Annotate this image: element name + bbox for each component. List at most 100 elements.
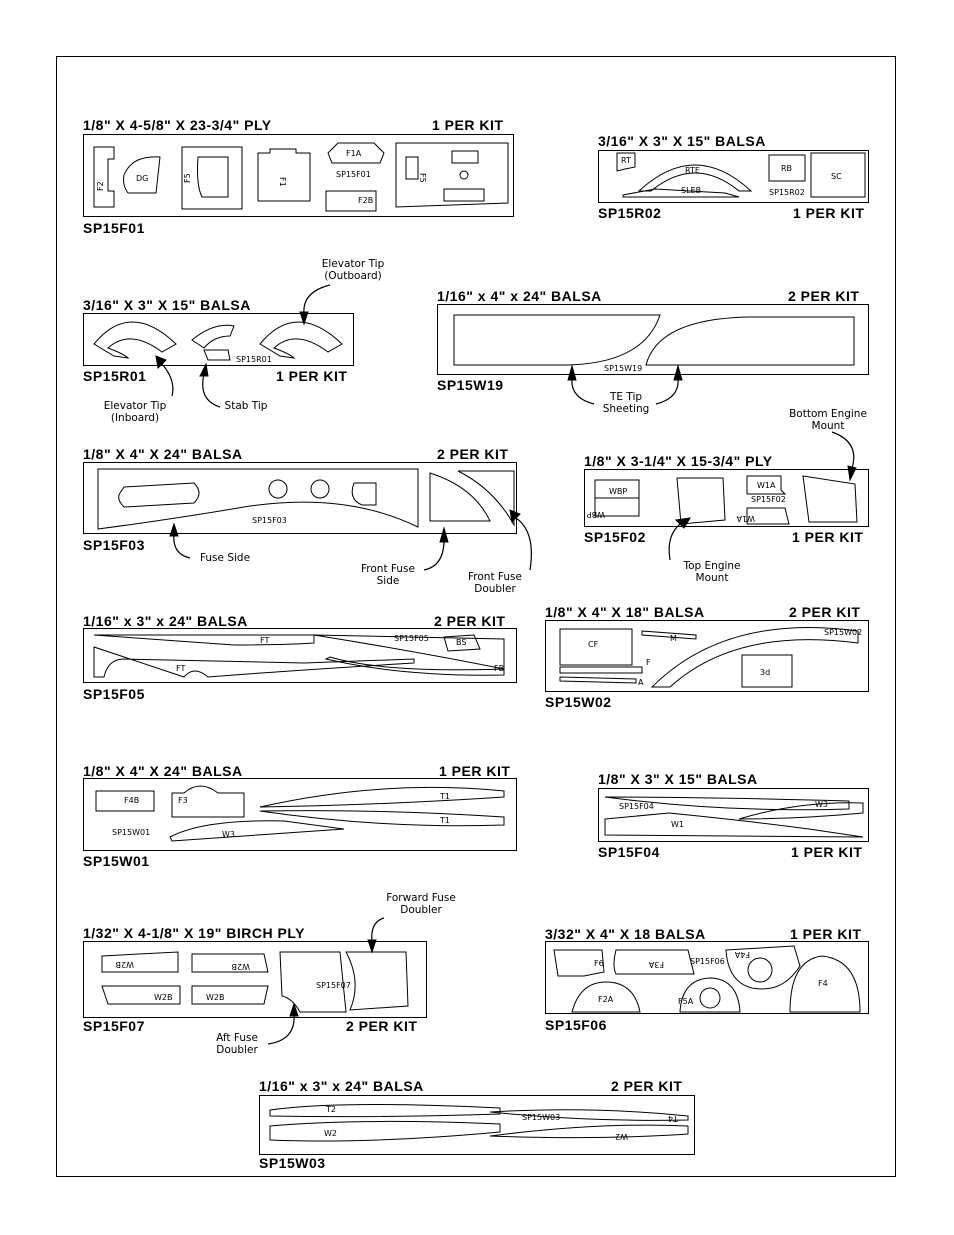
callout-front-fuse-doubler: Front Fuse Doubler: [468, 571, 522, 595]
cut-sheet-sp15f03: SP15F03: [83, 462, 517, 534]
part-label: F3: [178, 796, 188, 805]
part-label: F: [646, 658, 651, 667]
callout-fuse-side: Fuse Side: [199, 552, 251, 564]
part-label: SP15W02: [824, 628, 862, 637]
part-label: F1: [278, 177, 287, 187]
part-label: FT: [176, 664, 185, 673]
part-label: SP15W01: [112, 828, 150, 837]
callout-elevator-tip-outboard: Elevator Tip (Outboard): [321, 258, 385, 282]
part-label: W1A: [736, 514, 755, 523]
part-label: F5: [183, 173, 192, 183]
sheet-qty-sp15w02: 2 PER KIT: [789, 604, 861, 620]
sheet-id-sp15f07: SP15F07: [83, 1018, 145, 1034]
part-label: F2A: [598, 995, 614, 1004]
sheet-spec-sp15f06: 3/32" X 4" X 18 BALSA: [545, 926, 706, 942]
cut-sheet-sp15w19: SP15W19: [437, 304, 869, 375]
sheet-id-sp15f03: SP15F03: [83, 537, 145, 553]
sheet-qty-sp15f04: 1 PER KIT: [791, 844, 863, 860]
sheet-id-sp15w01: SP15W01: [83, 853, 150, 869]
parts-sp15f01: F2 DG F5 F1 F1A SP15F01 F2B F5: [93, 142, 509, 212]
part-label: W2B: [232, 962, 251, 971]
part-label: W2B: [116, 960, 135, 969]
callout-forward-fuse-doubler: Forward Fuse Doubler: [386, 892, 456, 916]
part-label: F3A: [648, 960, 664, 969]
part-label: T1: [439, 792, 450, 801]
part-label: RT: [621, 156, 631, 165]
sheet-spec-sp15r02: 3/16" X 3" X 15" BALSA: [598, 133, 766, 149]
part-label: SP15W19: [604, 364, 642, 373]
part-label: BS: [456, 638, 466, 647]
part-label: CF: [588, 640, 599, 649]
sheet-qty-sp15f05: 2 PER KIT: [434, 613, 506, 629]
part-label: SP15F04: [619, 802, 654, 811]
sheet-id-sp15f06: SP15F06: [545, 1017, 607, 1033]
sheet-id-sp15w19: SP15W19: [437, 377, 504, 393]
part-label: F4A: [734, 950, 750, 959]
part-label: FB: [494, 664, 504, 673]
callout-top-engine-mount: Top Engine Mount: [683, 560, 741, 584]
sheet-id-sp15f01: SP15F01: [83, 220, 145, 236]
parts-sp15f02: WBP WBP W1A SP15F02 W1A: [587, 475, 858, 525]
sheet-qty-sp15w19: 2 PER KIT: [788, 288, 860, 304]
sheet-id-sp15f02: SP15F02: [584, 529, 646, 545]
sheet-spec-sp15f05: 1/16" x 3" x 24" BALSA: [83, 613, 248, 629]
sheet-id-sp15w02: SP15W02: [545, 694, 612, 710]
part-label: F6: [594, 959, 604, 968]
part-label: W3: [815, 800, 828, 809]
parts-sp15f03: SP15F03: [97, 468, 515, 530]
part-label: M: [670, 634, 677, 643]
cut-sheet-sp15r02: RT RTE SLEB RB SP15R02 SC: [598, 150, 869, 203]
sheet-qty-sp15w01: 1 PER KIT: [439, 763, 511, 779]
page-frame: [56, 56, 896, 1177]
part-label: SP15W03: [522, 1113, 560, 1122]
sheet-id-sp15r02: SP15R02: [598, 205, 662, 221]
parts-sp15f06: F6 F3A SP15F06 F4A F2A F5A F4: [553, 945, 861, 1013]
part-label: W1A: [757, 481, 776, 490]
sheet-qty-sp15r01: 1 PER KIT: [276, 368, 348, 384]
part-label: F4B: [124, 796, 139, 805]
part-label: WBP: [587, 510, 605, 519]
callout-bottom-engine-mount: Bottom Engine Mount: [789, 408, 867, 432]
sheet-qty-sp15f03: 2 PER KIT: [437, 446, 509, 462]
parts-sp15w01: F4B F3 SP15W01 W3 T1 T1: [95, 785, 505, 842]
part-label: SP15R01: [236, 355, 272, 364]
part-label: SP15F07: [316, 981, 351, 990]
sheet-spec-sp15r01: 3/16" X 3" X 15" BALSA: [83, 297, 251, 313]
sheet-spec-sp15f01: 1/8" X 4-5/8" X 23-3/4" PLY: [83, 117, 272, 133]
part-label: RB: [781, 164, 792, 173]
sheet-spec-sp15f02: 1/8" X 3-1/4" X 15-3/4" PLY: [584, 453, 773, 469]
sheet-qty-sp15f07: 2 PER KIT: [346, 1018, 418, 1034]
part-label: W2B: [154, 993, 173, 1002]
part-label: T4: [668, 1114, 679, 1123]
sheet-id-sp15f04: SP15F04: [598, 844, 660, 860]
sheet-spec-sp15w03: 1/16" x 3" x 24" BALSA: [259, 1078, 424, 1094]
callout-elevator-tip-inboard: Elevator Tip (Inboard): [103, 400, 167, 424]
part-label: DG: [136, 174, 148, 183]
cut-sheet-sp15f06: F6 F3A SP15F06 F4A F2A F5A F4: [545, 941, 869, 1014]
part-label: SC: [831, 172, 842, 181]
part-label: W1: [671, 820, 684, 829]
sheet-qty-sp15r02: 1 PER KIT: [793, 205, 865, 221]
sheet-spec-sp15f03: 1/8" X 4" X 24" BALSA: [83, 446, 243, 462]
part-label: F2: [96, 181, 105, 191]
part-label: F2B: [358, 196, 373, 205]
part-label: F1A: [346, 149, 362, 158]
part-label: SP15F02: [751, 495, 786, 504]
parts-sp15w02: CF M F A SP15W02 3d: [559, 626, 862, 688]
cut-sheet-sp15f07: W2B W2B W2B W2B SP15F07: [83, 941, 427, 1018]
sheet-spec-sp15f04: 1/8" X 3" X 15" BALSA: [598, 771, 758, 787]
part-label: SP15F01: [336, 170, 371, 179]
part-label: SLEB: [681, 186, 701, 195]
sheet-id-sp15f05: SP15F05: [83, 686, 145, 702]
cut-sheet-sp15f04: SP15F04 W3 W1: [598, 788, 869, 842]
parts-sp15r02: RT RTE SLEB RB SP15R02 SC: [616, 152, 866, 198]
part-label: W2B: [206, 993, 225, 1002]
parts-sp15f04: SP15F04 W3 W1: [604, 796, 864, 838]
callout-front-fuse-side: Front Fuse Side: [361, 563, 415, 587]
cut-sheet-sp15w02: CF M F A SP15W02 3d: [545, 620, 869, 692]
callout-te-tip-sheeting: TE Tip Sheeting: [602, 391, 650, 415]
part-label: FT: [260, 636, 269, 645]
parts-sp15f05: FT FT SP15F05 BS FB: [93, 634, 505, 678]
part-label: RTE: [685, 166, 700, 175]
part-label: T1: [439, 816, 450, 825]
